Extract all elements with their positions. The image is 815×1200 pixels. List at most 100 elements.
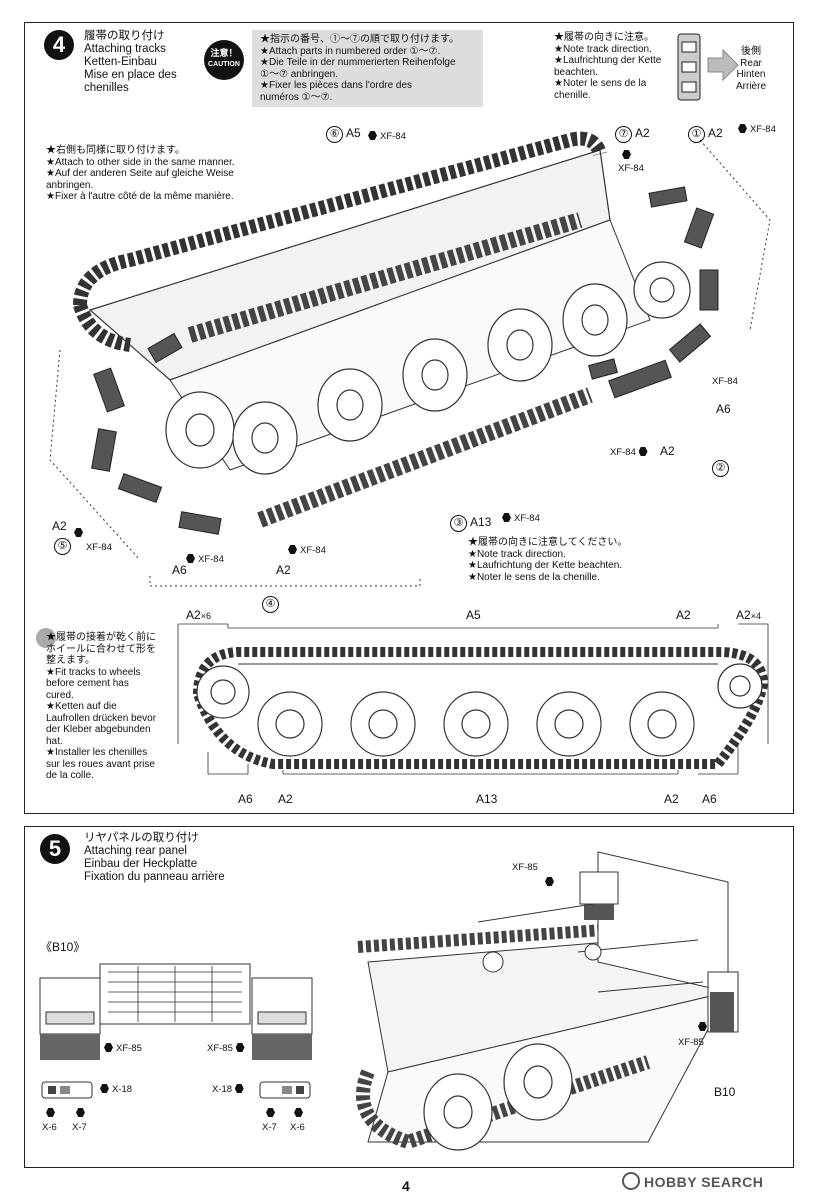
callout-circle: ③ bbox=[450, 515, 467, 532]
callout-circle: ① bbox=[688, 126, 705, 143]
paint-hex-icon bbox=[74, 528, 83, 537]
paint-x18-right: X-18 bbox=[212, 1084, 247, 1095]
page-number: 4 bbox=[402, 1178, 410, 1194]
paint-x6-left: X-6 bbox=[42, 1122, 57, 1133]
note-line: ★Laufrichtung der Kette bbox=[554, 55, 662, 66]
paint-code: XF-85 bbox=[207, 1043, 233, 1054]
paint-hex-icon bbox=[186, 554, 195, 563]
callout-circle: ④ bbox=[262, 596, 279, 613]
paint-xf85-left-panel: XF-85 bbox=[104, 1043, 142, 1054]
panel-b10-title: 《B10》 bbox=[40, 940, 86, 954]
caution-line: ★Fixer les pièces dans l'ordre des bbox=[260, 80, 413, 91]
part-a5: A5 bbox=[346, 126, 361, 140]
callout-circle: ⑤ bbox=[54, 538, 71, 555]
paint-x7-left: X-7 bbox=[72, 1122, 87, 1133]
note-line: ★履帯の接着が乾く前に bbox=[46, 632, 156, 643]
qty-label: ×4 bbox=[750, 611, 761, 621]
paint-hex-icon bbox=[100, 1084, 109, 1093]
paint-hex-icon bbox=[234, 1084, 244, 1093]
part-a6-bottom: A6 bbox=[172, 563, 187, 577]
note-line: der Kleber abgebunden bbox=[46, 724, 151, 735]
diag-a6-right: A6 bbox=[702, 792, 717, 806]
step5-title-en: Attaching rear panel bbox=[84, 845, 187, 857]
diag-a2-br: A2 bbox=[664, 792, 679, 806]
callout-4: ④ bbox=[262, 596, 282, 613]
grey-dot-icon bbox=[36, 628, 56, 648]
note-line: ★Installer les chenilles bbox=[46, 747, 148, 758]
note-line: 整えます。 bbox=[46, 655, 95, 666]
paint-xf84-1: XF-84 bbox=[738, 124, 776, 135]
callout-2: ② bbox=[712, 460, 732, 477]
caution-badge: 注意！ CAUTION bbox=[204, 40, 244, 80]
paint-xf84-3: XF-84 bbox=[502, 513, 540, 524]
paint-xf85-hull-top: XF-85 bbox=[512, 862, 538, 873]
note-line: ホイールに合わせて形を bbox=[46, 643, 156, 655]
part-label: A2 bbox=[186, 608, 201, 622]
paint-xf84-a2-right: XF-84 bbox=[610, 447, 651, 458]
caution-line: ★Attach parts in numbered order ①～⑦. bbox=[260, 45, 441, 57]
paint-hex-icon bbox=[622, 150, 631, 159]
step4-title: 履帯の取り付け Attaching tracks Ketten-Einbau M… bbox=[84, 30, 177, 95]
note-line: ★Auf der anderen Seite auf gleiche Weise bbox=[46, 168, 234, 179]
paint-hex-icon bbox=[76, 1108, 85, 1117]
paint-hex-hull-bottom bbox=[698, 1022, 710, 1033]
step4-title-de: Ketten-Einbau bbox=[84, 56, 157, 68]
callout-5: ⑤ bbox=[54, 538, 74, 555]
paint-xf84-a6: XF-84 bbox=[712, 376, 738, 387]
qty-label: ×6 bbox=[200, 611, 211, 621]
note-line: before cement has bbox=[46, 678, 129, 689]
paint-xf84-a2-bottom: XF-84 bbox=[288, 545, 326, 556]
step4-frame bbox=[24, 22, 794, 814]
paint-code: X-18 bbox=[212, 1084, 233, 1095]
part-a2: A2 bbox=[635, 126, 650, 140]
paint-hex-icon bbox=[235, 1043, 245, 1052]
note-line: chenille. bbox=[554, 89, 591, 101]
note-line: ★Noter le sens de la bbox=[554, 78, 647, 89]
paint-xf84-7-code: XF-84 bbox=[618, 163, 644, 174]
paint-hex-a2-left bbox=[74, 528, 86, 539]
step4-title-fr2: chenilles bbox=[84, 82, 129, 94]
step4-title-fr1: Mise en place des bbox=[84, 69, 177, 81]
part-a2: A2 bbox=[708, 126, 723, 140]
fit-note: ★履帯の接着が乾く前に ホイールに合わせて形を 整えます。 ★Fit track… bbox=[46, 632, 156, 782]
paint-hex-icon bbox=[698, 1022, 707, 1031]
caution-badge-ja: 注意！ bbox=[210, 48, 238, 58]
part-a2-left: A2 bbox=[52, 519, 67, 533]
note-line: ★Note track direction. bbox=[554, 43, 652, 55]
note-line: beachten. bbox=[554, 66, 598, 78]
part-a6-right: A6 bbox=[716, 402, 731, 416]
step5-number: 5 bbox=[40, 834, 70, 864]
rear-label: Hinten bbox=[736, 69, 766, 80]
paint-code: X-18 bbox=[112, 1084, 133, 1095]
step5-title-de: Einbau der Heckplatte bbox=[84, 858, 198, 870]
note-line: ★Attach to other side in the same manner… bbox=[46, 156, 235, 168]
light-left bbox=[41, 1081, 93, 1099]
diag-a13: A13 bbox=[476, 792, 498, 806]
part-a2-right: A2 bbox=[660, 444, 675, 458]
paint-xf84-a6-bottom: XF-84 bbox=[186, 554, 224, 565]
caution-line: numéros ①～⑦. bbox=[260, 91, 333, 103]
rear-arrow-icon bbox=[707, 48, 739, 82]
note-line: ★Note track direction. bbox=[468, 548, 566, 560]
step5-title-fr: Fixation du panneau arrière bbox=[84, 871, 225, 883]
paint-hex-icon bbox=[104, 1043, 113, 1052]
step4-title-ja: 履帯の取り付け bbox=[84, 30, 165, 42]
paint-hex-icon bbox=[288, 545, 297, 554]
step5-title: リヤパネルの取り付け Attaching rear panel Einbau d… bbox=[84, 832, 225, 884]
direction-note: ★履帯の向きに注意。 ★Note track direction. ★Laufr… bbox=[554, 32, 661, 101]
paint-hex-icon bbox=[502, 513, 511, 522]
direction-note-2: ★履帯の向きに注意してください。 ★Note track direction. … bbox=[468, 537, 627, 583]
part-b10: B10 bbox=[714, 1085, 736, 1099]
paint-xf85-right-panel: XF-85 bbox=[207, 1043, 248, 1054]
diag-a6-left: A6 bbox=[238, 792, 253, 806]
paint-code: XF-84 bbox=[198, 554, 224, 565]
step4-number: 4 bbox=[44, 30, 74, 60]
note-line: anbringen. bbox=[46, 179, 94, 191]
paint-xf84-7 bbox=[622, 150, 634, 161]
paint-x7-left-hex bbox=[76, 1108, 88, 1119]
caution-badge-en: CAUTION bbox=[208, 61, 240, 68]
note-line: hat. bbox=[46, 735, 63, 747]
